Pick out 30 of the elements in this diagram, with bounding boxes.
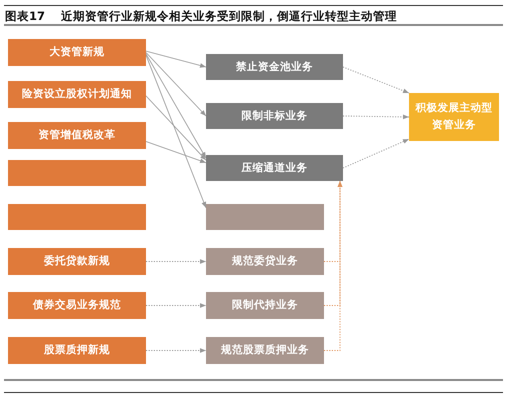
regulation-box: 大资管新规 [8,39,146,66]
business-box [206,204,324,230]
arrow [146,50,206,68]
regulation-box [8,204,146,230]
business-box: 规范股票质押业务 [206,337,324,364]
arrow [146,95,206,161]
arrow [146,52,206,116]
business-box: 限制代持业务 [206,292,324,319]
arrow [146,303,206,308]
arrow [146,54,206,208]
business-box: 规范委贷业务 [206,248,324,275]
regulation-box: 资管增值税改革 [8,122,146,149]
arrow [342,114,410,120]
arrow [146,141,206,164]
arrow [324,180,342,351]
arrow [342,138,410,168]
business-box: 限制非标业务 [206,103,343,129]
regulation-box: 债券交易业务规范 [8,292,146,319]
arrow [146,53,206,159]
arrow [146,259,206,264]
business-box: 禁止资金池业务 [206,54,343,80]
figure-title: 图表17 近期资管行业新规令相关业务受到限制，倒逼行业转型主动管理 [5,9,398,24]
regulation-box: 委托贷款新规 [8,248,146,275]
regulation-box [8,160,146,186]
regulation-box: 险资设立股权计划通知 [8,81,146,108]
arrow [146,348,206,353]
arrow [342,66,410,94]
goal-box: 积极发展主动型资管业务 [409,93,499,141]
business-box: 压缩通道业务 [206,155,343,181]
regulation-box: 股票质押新规 [8,337,146,364]
